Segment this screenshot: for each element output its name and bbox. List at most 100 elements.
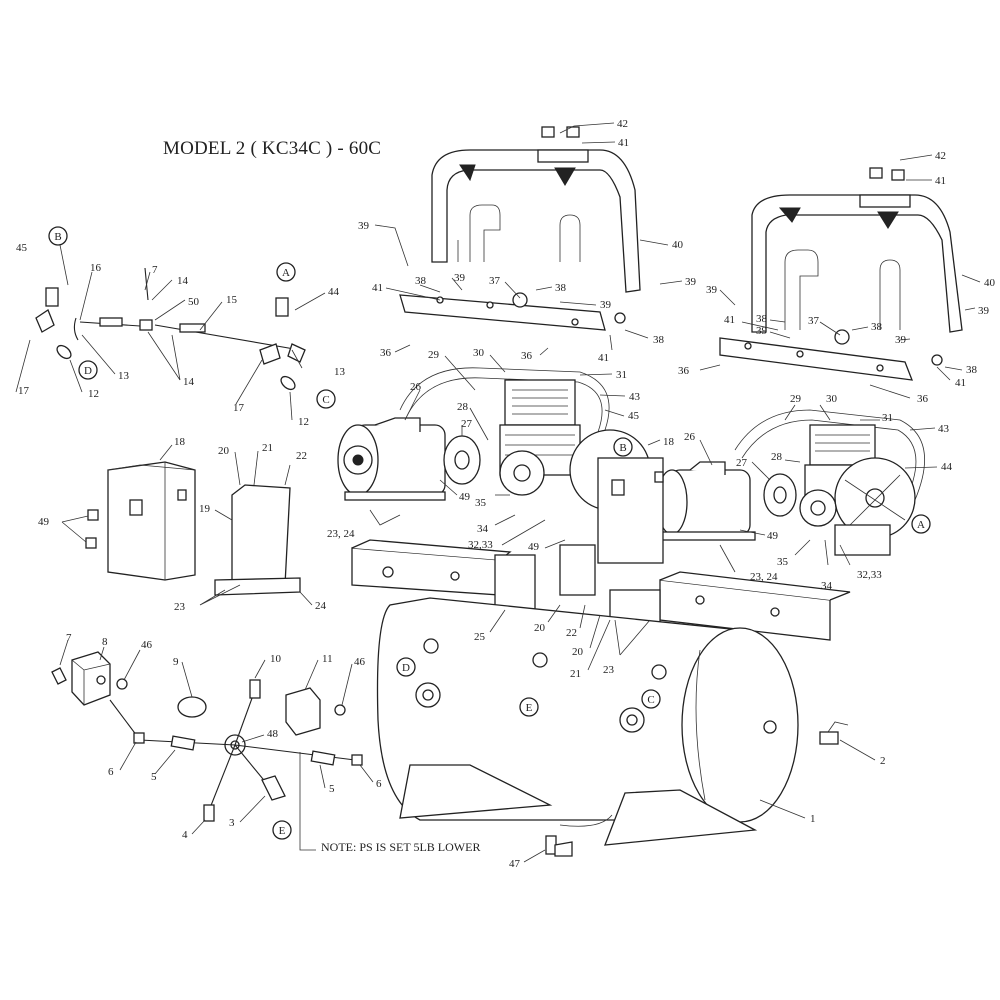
callout-6b: 6 xyxy=(376,778,382,790)
callout-35a: 35 xyxy=(475,497,487,509)
callout-39e: 39 xyxy=(706,284,718,296)
callout-39d: 39 xyxy=(685,276,697,288)
callout-7b: 7 xyxy=(66,632,72,644)
callout-42b: 42 xyxy=(935,150,946,162)
callout-12b: 12 xyxy=(298,416,309,428)
callout-49b: 49 xyxy=(528,541,540,553)
callout-38e: 38 xyxy=(871,321,883,333)
callout-38c: 38 xyxy=(653,334,665,346)
callout-23: 23 xyxy=(174,601,186,613)
guard-knobs xyxy=(541,126,905,181)
callout-38b: 38 xyxy=(555,282,567,294)
air-tank xyxy=(376,597,799,846)
marker-d-2: D xyxy=(402,662,410,674)
marker-c-2: C xyxy=(647,694,654,706)
callout-10: 10 xyxy=(270,653,282,665)
callout-44b: 44 xyxy=(941,461,953,473)
callout-37: 37 xyxy=(489,275,501,287)
callout-21b: 21 xyxy=(570,668,581,680)
pressure-switch-note: NOTE: PS IS SET 5LB LOWER xyxy=(321,840,481,854)
callout-30b: 30 xyxy=(826,393,838,405)
part-callouts: 42 41 42 41 40 40 39 38 39 41 37 38 39 3… xyxy=(15,118,996,870)
belt-guard-left xyxy=(431,149,641,293)
callout-23-24a: 23, 24 xyxy=(327,528,355,540)
callout-27: 27 xyxy=(461,418,473,430)
discharge-tube-assembly xyxy=(35,267,306,391)
callout-37b: 37 xyxy=(808,315,820,327)
callout-26b: 26 xyxy=(684,431,696,443)
callout-36b: 36 xyxy=(521,350,533,362)
callout-8: 8 xyxy=(102,636,108,648)
marker-a-2: A xyxy=(917,519,925,531)
callout-3: 3 xyxy=(229,817,235,829)
motor-right xyxy=(656,461,756,541)
callout-44: 44 xyxy=(328,286,340,298)
callout-36c: 36 xyxy=(678,365,690,377)
callout-23b: 23 xyxy=(603,664,615,676)
callout-15: 15 xyxy=(226,294,238,306)
motor-left xyxy=(337,417,446,501)
callout-32-33b: 32,33 xyxy=(857,569,882,581)
marker-c-1: C xyxy=(322,394,329,406)
callout-41e: 41 xyxy=(955,377,966,389)
callout-20: 20 xyxy=(218,445,230,457)
control-box-on-tank xyxy=(597,457,664,564)
guard-bracket-left xyxy=(399,292,626,331)
callout-4: 4 xyxy=(182,829,188,841)
callout-41b: 41 xyxy=(935,175,946,187)
marker-d-1: D xyxy=(84,365,92,377)
callout-36d: 36 xyxy=(917,393,929,405)
callout-38a: 38 xyxy=(415,275,427,287)
marker-e-2: E xyxy=(279,825,286,837)
callout-20b: 20 xyxy=(534,622,546,634)
callout-46b: 46 xyxy=(354,656,366,668)
callout-49: 49 xyxy=(38,516,50,528)
callout-14: 14 xyxy=(177,275,189,287)
callout-2: 2 xyxy=(880,755,886,767)
callout-27b: 27 xyxy=(736,457,748,469)
callout-39c: 39 xyxy=(600,299,612,311)
callout-30: 30 xyxy=(473,347,485,359)
callout-20c: 20 xyxy=(572,646,584,658)
callout-26: 26 xyxy=(410,381,422,393)
callout-42: 42 xyxy=(617,118,628,130)
callout-35b: 35 xyxy=(777,556,789,568)
callout-7: 7 xyxy=(152,264,158,276)
callout-39h: 39 xyxy=(978,305,990,317)
pressure-switch-assembly xyxy=(51,651,363,851)
callout-17: 17 xyxy=(18,385,30,397)
callout-41c: 41 xyxy=(598,352,609,364)
callout-31: 31 xyxy=(616,369,627,381)
callout-28b: 28 xyxy=(771,451,783,463)
callout-39b: 39 xyxy=(454,272,466,284)
callout-28: 28 xyxy=(457,401,469,413)
callout-39a: 39 xyxy=(358,220,370,232)
callout-38f: 38 xyxy=(966,364,978,376)
callout-18: 18 xyxy=(174,436,186,448)
callout-32-33a: 32,33 xyxy=(468,539,493,551)
callout-16: 16 xyxy=(90,262,102,274)
callout-40b: 40 xyxy=(984,277,996,289)
callout-39g: 39 xyxy=(895,334,907,346)
callout-12: 12 xyxy=(88,388,99,400)
callout-47: 47 xyxy=(509,858,521,870)
marker-e-1: E xyxy=(526,702,533,714)
callout-49c: 49 xyxy=(767,530,779,542)
callout-39f: 39 xyxy=(756,325,768,337)
callout-41d: 41 xyxy=(724,314,735,326)
compressor-pump-right xyxy=(799,424,916,556)
callout-11: 11 xyxy=(322,653,333,665)
marker-b-1: B xyxy=(54,231,61,243)
belt-guard-right xyxy=(751,194,963,333)
callout-6: 6 xyxy=(108,766,114,778)
mounting-plate xyxy=(214,484,301,596)
callout-5: 5 xyxy=(151,771,157,783)
callout-36a: 36 xyxy=(380,347,392,359)
tank-service-valve xyxy=(819,721,849,745)
callout-45: 45 xyxy=(16,242,28,254)
callout-48: 48 xyxy=(267,728,279,740)
control-box-left xyxy=(107,461,196,581)
loose-fittings-49 xyxy=(85,509,99,549)
callout-13: 13 xyxy=(118,370,130,382)
